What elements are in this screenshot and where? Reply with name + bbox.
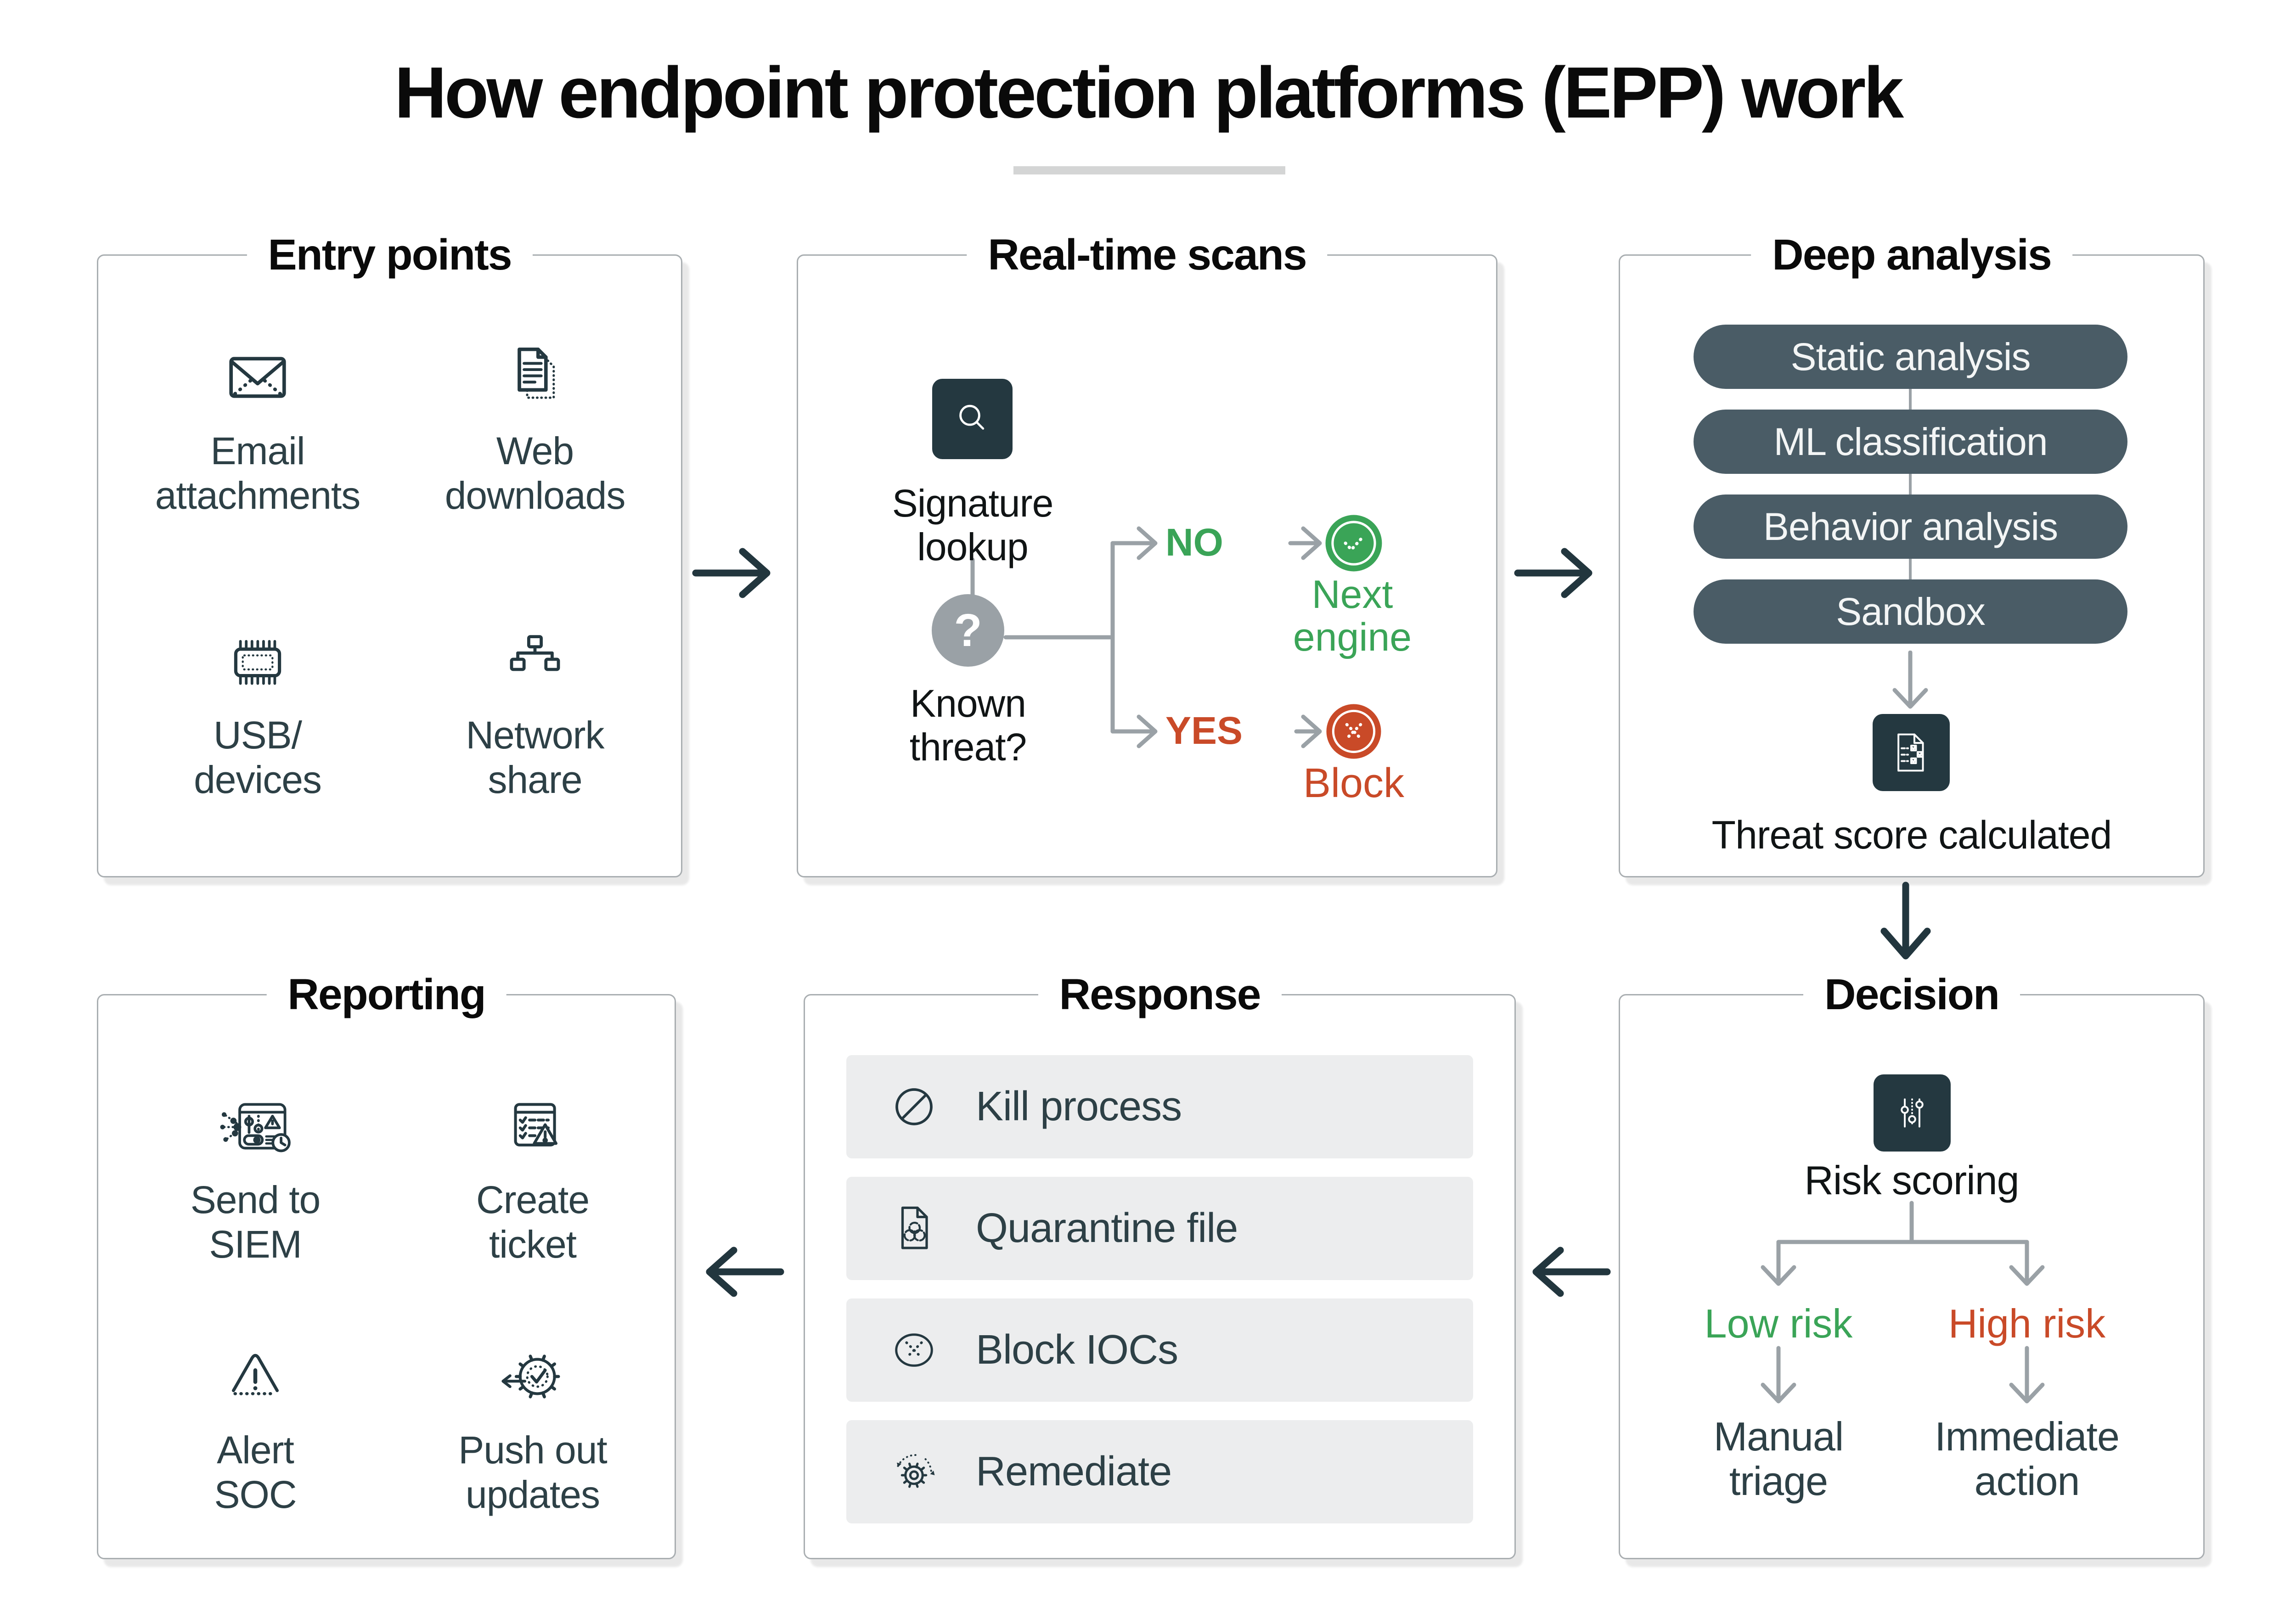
- pill-static-analysis: Static analysis: [1694, 325, 2127, 389]
- branch-yes-label: YES: [1165, 709, 1243, 752]
- threat-score-label: Threat score calculated: [1711, 813, 2112, 857]
- panel-response: Response Kill process: [804, 966, 1516, 1559]
- reporting-item-label: Create ticket: [476, 1178, 590, 1266]
- pill-label: Static analysis: [1790, 335, 2031, 378]
- arrow-entry-to-scans: [692, 548, 771, 598]
- pill-label: Behavior analysis: [1763, 505, 2058, 548]
- reporting-item-updates: Push out updates: [404, 1337, 661, 1517]
- panel-title: Real-time scans: [967, 226, 1328, 283]
- entry-item-email: Email attachments: [129, 338, 386, 518]
- block-iocs-icon: [895, 1333, 933, 1367]
- remediate-icon: [897, 1454, 935, 1488]
- entry-item-network: Network share: [406, 623, 664, 802]
- signature-lookup-label: Signature lookup: [892, 482, 1054, 568]
- arrow-decision-to-response: [1532, 1247, 1611, 1297]
- high-risk-label: High risk: [1948, 1301, 2106, 1346]
- panel-realtime-scans: Real-time scans Signature lookup: [797, 226, 1497, 877]
- email-icon: [229, 357, 286, 398]
- decision-connectors: [1761, 1201, 2045, 1404]
- panel-reporting: Reporting: [97, 966, 676, 1559]
- response-label: Remediate: [976, 1449, 1172, 1495]
- pill-connector: [1909, 389, 1912, 410]
- entry-item-usb: USB/ devices: [129, 623, 386, 802]
- branch-no-label: NO: [1165, 521, 1223, 564]
- alert-soc-icon: [232, 1354, 279, 1395]
- usb-devices-icon: [234, 640, 281, 685]
- pill-sandbox: Sandbox: [1694, 579, 2127, 644]
- entry-item-web: Web downloads: [406, 338, 664, 518]
- response-label: Block IOCs: [976, 1327, 1178, 1373]
- reporting-item-label: Alert SOC: [214, 1428, 297, 1516]
- entry-item-label: Email attachments: [155, 429, 361, 517]
- reporting-item-ticket: Create ticket: [404, 1087, 661, 1267]
- immediate-action-label: Immediate action: [1935, 1414, 2120, 1504]
- known-threat-icon: ?: [932, 594, 1004, 667]
- risk-scoring-icon-box: [1874, 1074, 1951, 1152]
- network-share-icon: [510, 635, 560, 671]
- risk-scoring-label: Risk scoring: [1804, 1157, 2019, 1203]
- reporting-item-label: Send to SIEM: [190, 1178, 321, 1266]
- quarantine-file-icon: [901, 1206, 928, 1249]
- title-underline: [1013, 166, 1285, 174]
- threat-score-icon-box: [1873, 714, 1950, 791]
- pill-connector: [1909, 559, 1912, 580]
- pill-label: Sandbox: [1836, 590, 1986, 633]
- create-ticket-icon: [514, 1103, 558, 1146]
- panel-title: Response: [1038, 966, 1282, 1023]
- low-risk-label: Low risk: [1704, 1301, 1853, 1346]
- response-label: Kill process: [976, 1084, 1182, 1129]
- panel-title: Decision: [1803, 966, 2020, 1023]
- gray-down-arrow: [1892, 651, 1928, 709]
- response-row-kill-process: Kill process: [846, 1055, 1473, 1158]
- response-row-remediate: Remediate: [846, 1420, 1473, 1523]
- reporting-item-siem: Send to SIEM: [127, 1087, 384, 1267]
- arrow-deep-to-decision: [1880, 882, 1931, 960]
- arrow-response-to-reporting: [706, 1247, 784, 1297]
- pill-connector: [1909, 474, 1912, 495]
- check-circle-icon: [1325, 515, 1382, 572]
- pill-behavior-analysis: Behavior analysis: [1694, 494, 2127, 559]
- response-label: Quarantine file: [976, 1205, 1238, 1251]
- question-glyph: ?: [954, 604, 982, 656]
- entry-item-label: Web downloads: [445, 429, 626, 517]
- panel-decision: Decision: [1619, 966, 2205, 1559]
- checklist-doc-icon: [1897, 733, 1924, 772]
- panel-entry-points: Entry points Email attachments: [97, 226, 682, 877]
- arrow-scans-to-deep: [1514, 548, 1593, 598]
- send-siem-icon: [220, 1103, 291, 1152]
- pill-ml-classification: ML classification: [1694, 410, 2127, 474]
- block-label: Block: [1303, 760, 1405, 806]
- entry-item-label: Network share: [466, 714, 604, 801]
- response-row-quarantine: Quarantine file: [846, 1177, 1473, 1280]
- pill-label: ML classification: [1773, 420, 2048, 463]
- panel-title: Entry points: [247, 226, 533, 283]
- magnifier-icon: [959, 405, 984, 430]
- panel-deep-analysis: Deep analysis Static analysis ML classif…: [1619, 226, 2205, 877]
- block-circle-icon: [1326, 704, 1381, 759]
- reporting-item-label: Push out updates: [458, 1428, 608, 1516]
- response-row-block-iocs: Block IOCs: [846, 1298, 1473, 1402]
- push-updates-icon: [501, 1354, 560, 1399]
- panel-title: Deep analysis: [1751, 226, 2072, 283]
- signature-lookup-icon-box: [932, 379, 1013, 459]
- page-title: How endpoint protection platforms (EPP) …: [394, 52, 1904, 133]
- entry-item-label: USB/ devices: [194, 714, 322, 801]
- known-threat-label: Known threat?: [909, 682, 1027, 769]
- sliders-icon: [1901, 1098, 1924, 1128]
- web-download-icon: [518, 347, 555, 399]
- reporting-item-alert: Alert SOC: [127, 1337, 384, 1517]
- kill-process-icon: [895, 1088, 933, 1125]
- panel-title: Reporting: [266, 966, 506, 1023]
- next-engine-label: Next engine: [1293, 573, 1412, 659]
- manual-triage-label: Manual triage: [1713, 1414, 1844, 1504]
